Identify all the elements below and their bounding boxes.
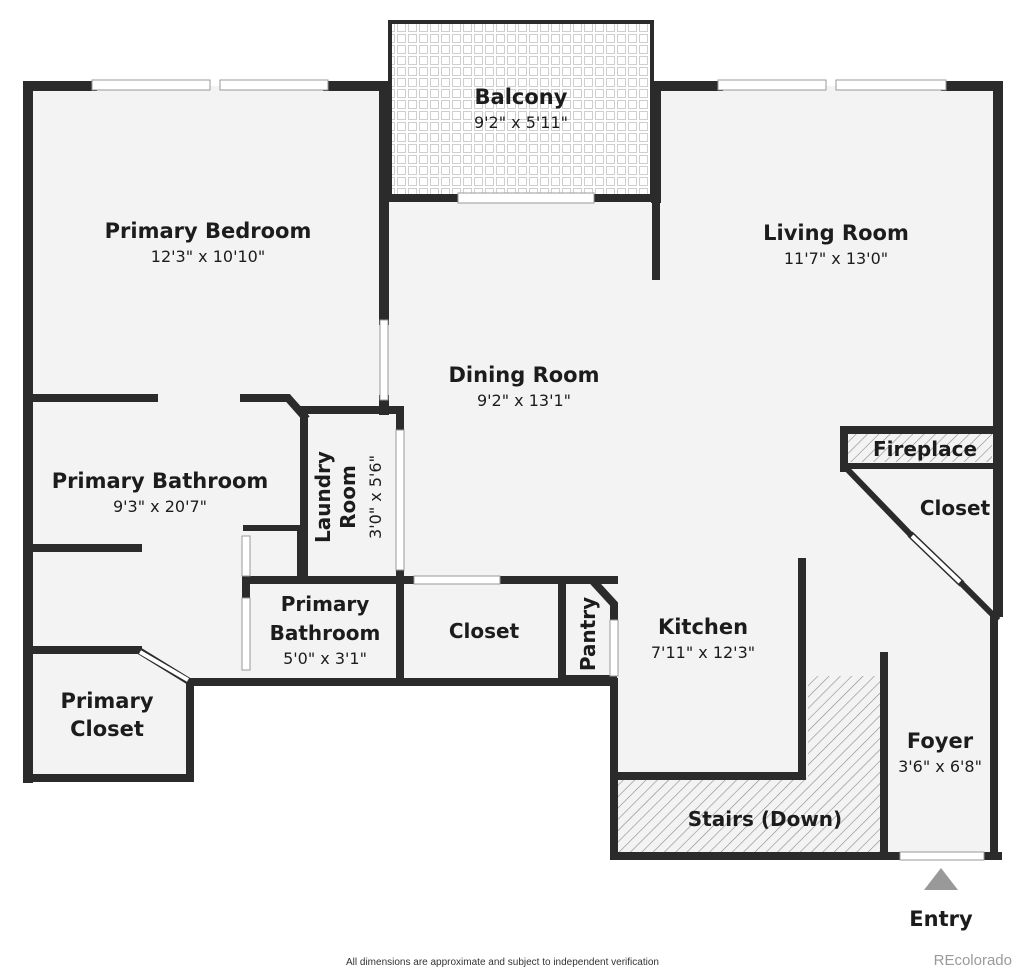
kitchen-dims: 7'11" x 12'3" [651,643,755,662]
laundry-room-label-line2: Room [336,465,360,529]
primary-bedroom-label: Primary Bedroom [105,219,312,243]
door-small-bath [241,597,251,671]
laundry-room-label-line1: Laundry [311,451,335,543]
door-entry [899,851,985,861]
window-living-2 [835,79,947,91]
fireplace-floor [848,434,992,462]
living-room-label: Living Room [763,221,909,245]
foyer-dims: 3'6" x 6'8" [898,757,982,776]
door-right-closet-inner [910,534,962,584]
balcony-dims: 9'2" x 5'11" [474,113,568,132]
primary-bathroom-label: Primary Bathroom [52,469,269,493]
window-bedroom-2 [219,79,329,91]
primary-bedroom-dims: 12'3" x 10'10" [151,247,265,266]
primary-closet-label-line2: Closet [70,717,144,741]
fireplace-label: Fireplace [873,437,977,461]
room-labels: Balcony 9'2" x 5'11" Primary Bedroom 12'… [52,85,991,931]
balcony-label: Balcony [475,85,568,109]
walls [23,20,1003,860]
balcony-floor [390,22,652,194]
door-bedroom-dining [379,319,389,401]
windows [91,79,985,861]
entry-arrow-icon [924,868,958,890]
closet-middle-label: Closet [449,619,520,643]
window-living-1 [717,79,827,91]
floor-plan: Balcony 9'2" x 5'11" Primary Bedroom 12'… [23,20,1003,931]
primary-bathroom-dims: 9'3" x 20'7" [113,497,207,516]
door-bath-upper [241,535,251,577]
dining-room-dims: 9'2" x 13'1" [477,391,571,410]
door-pantry [609,619,619,677]
living-room-dims: 11'7" x 13'0" [784,249,888,268]
stairs-floor [618,676,884,852]
disclaimer-text: All dimensions are approximate and subje… [346,957,659,968]
floor-fills [28,22,998,856]
unit-floor [28,86,998,856]
door-laundry [395,429,405,571]
foyer-label: Foyer [907,729,974,753]
window-bedroom-1 [91,79,211,91]
primary-bathroom-small-dims: 5'0" x 3'1" [283,649,367,668]
primary-closet-label-line1: Primary [60,689,153,713]
window-balcony-door [457,192,595,204]
primary-bathroom-small-label-line1: Primary [281,592,370,616]
dining-room-label: Dining Room [449,363,600,387]
stairs-label: Stairs (Down) [688,807,842,831]
door-primary-closet-inner [138,650,190,682]
kitchen-label: Kitchen [658,615,748,639]
entry-label: Entry [909,907,973,931]
pantry-label: Pantry [576,597,600,671]
closet-right-label: Closet [920,496,991,520]
laundry-room-dims: 3'0" x 5'6" [366,455,385,539]
door-closet-middle [413,575,501,585]
primary-bathroom-small-label-line2: Bathroom [270,621,381,645]
brand-watermark: REcolorado [933,952,1012,969]
